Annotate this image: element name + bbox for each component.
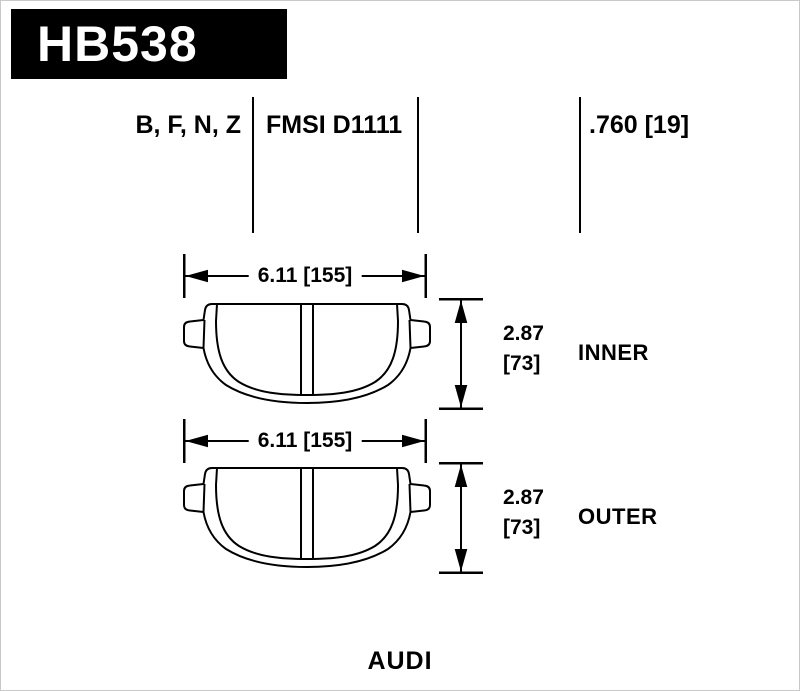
- height-bracket: [73]: [503, 516, 541, 539]
- height-dimension-label-outer: 2.87 [73]: [503, 483, 544, 543]
- pad-outline: [183, 303, 431, 404]
- part-number-bar: HB538: [11, 9, 287, 79]
- arrowhead-up-icon: [454, 300, 468, 323]
- dimension-arrow-vertical-icon: [439, 462, 483, 574]
- brake-pad-outer-drawing: [183, 467, 431, 568]
- height-dimension-inner: [439, 298, 483, 410]
- arrowhead-left-icon: [185, 269, 208, 283]
- height-dimension-outer: [439, 462, 483, 574]
- pad-center-slot: [300, 468, 314, 559]
- pad-body-edge-right: [408, 319, 412, 349]
- pad-outline: [183, 467, 431, 568]
- dimension-arrow-vertical-icon: [439, 298, 483, 410]
- pad-friction-contour: [215, 467, 399, 560]
- pad-friction-contour: [215, 303, 399, 396]
- pad-body-edge-right: [408, 483, 412, 513]
- width-dimension-outer: 6.11 [155]: [183, 419, 427, 463]
- height-value: 2.87: [503, 322, 544, 345]
- height-bracket: [73]: [503, 352, 541, 375]
- pad-thickness: .760 [19]: [589, 111, 690, 139]
- width-dimension-inner: 6.11 [155]: [183, 254, 427, 298]
- compound-codes: B, F, N, Z: [135, 111, 241, 139]
- height-value: 2.87: [503, 486, 544, 509]
- pad-body-edge-left: [202, 319, 206, 349]
- column-divider: [252, 97, 254, 233]
- column-divider: [417, 97, 419, 233]
- vehicle-make: AUDI: [367, 647, 433, 675]
- pad-center-slot: [300, 304, 314, 395]
- pad-position-label-inner: INNER: [578, 340, 649, 365]
- part-number: HB538: [37, 16, 198, 72]
- arrowhead-down-icon: [454, 549, 468, 572]
- fmsi-number: FMSI D1111: [266, 111, 403, 139]
- arrowhead-left-icon: [185, 434, 208, 448]
- height-dimension-label-inner: 2.87 [73]: [503, 319, 544, 379]
- arrowhead-up-icon: [454, 464, 468, 487]
- width-dimension-label: 6.11 [155]: [248, 264, 362, 288]
- arrowhead-down-icon: [454, 385, 468, 408]
- pad-body-edge-left: [202, 483, 206, 513]
- arrowhead-right-icon: [402, 434, 425, 448]
- column-divider: [579, 97, 581, 233]
- arrowhead-right-icon: [402, 269, 425, 283]
- width-dimension-label: 6.11 [155]: [248, 429, 362, 453]
- pad-position-label-outer: OUTER: [578, 504, 658, 529]
- brake-pad-inner-drawing: [183, 303, 431, 404]
